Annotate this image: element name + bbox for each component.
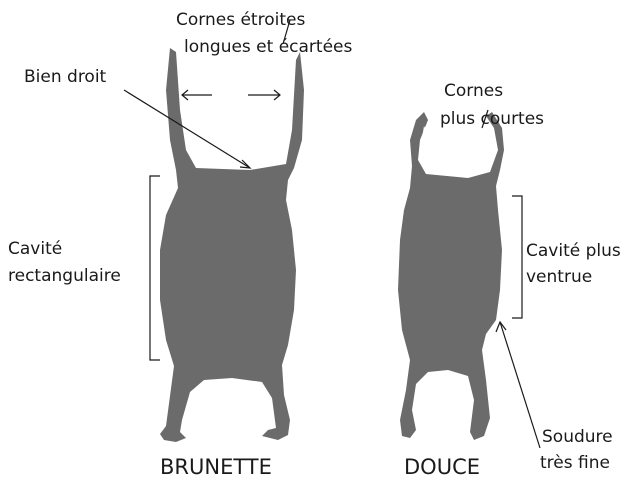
label-cavite-rect-2: rectangulaire bbox=[8, 266, 121, 286]
douce-inner-gap bbox=[420, 124, 492, 174]
label-cornes-etroites-2: longues et écartées bbox=[184, 37, 353, 57]
caption-douce: DOUCE bbox=[404, 455, 480, 479]
bien-droit-arrowhead bbox=[240, 160, 250, 168]
label-cavite-ventrue-1: Cavité plus bbox=[526, 241, 621, 261]
label-soudure-1: Soudure bbox=[542, 427, 613, 447]
soudure-pointer bbox=[500, 322, 540, 448]
label-cavite-rect-1: Cavité bbox=[8, 239, 62, 259]
label-bien-droit: Bien droit bbox=[24, 67, 107, 87]
label-cornes-courtes-2: plus courtes bbox=[440, 109, 544, 129]
label-cornes-courtes-1: Cornes bbox=[444, 81, 503, 101]
caption-brunette: BRUNETTE bbox=[160, 455, 272, 479]
horns-width-arrows bbox=[182, 90, 280, 100]
brunette-silhouette bbox=[160, 48, 304, 442]
label-soudure-2: très fine bbox=[540, 453, 610, 473]
label-cornes-etroites-1: Cornes étroites bbox=[176, 10, 305, 30]
cavite-rect-bracket bbox=[150, 176, 160, 360]
label-cavite-ventrue-2: ventrue bbox=[526, 267, 592, 287]
cavite-ventrue-bracket bbox=[512, 196, 522, 318]
